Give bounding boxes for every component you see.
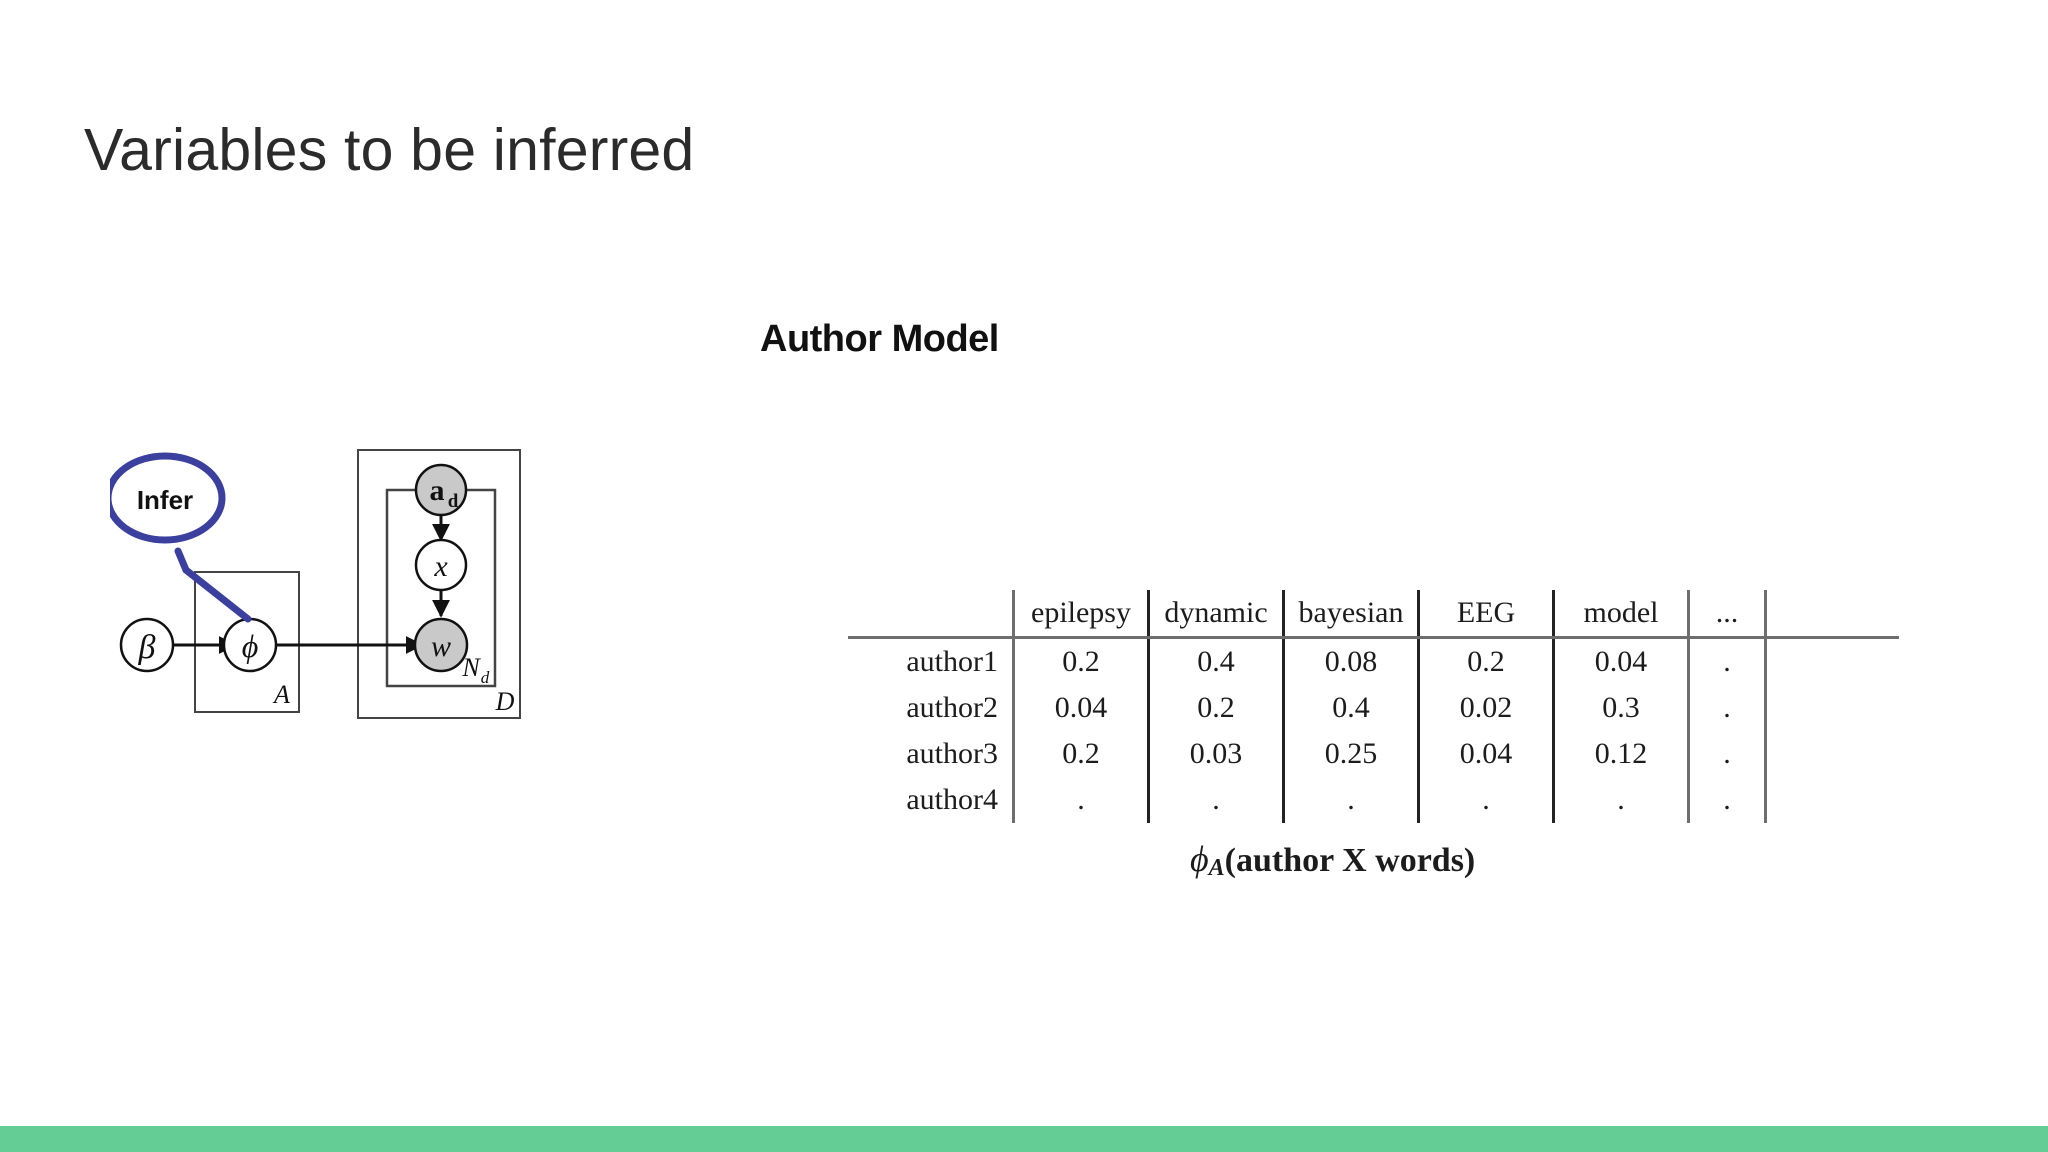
cell-author4-model: . [1552, 777, 1689, 823]
node-w [413, 617, 469, 673]
node-w-label: w [431, 630, 451, 663]
infer-callout-bubble[interactable] [110, 452, 226, 544]
table-row: author3 0.2 0.03 0.25 0.04 0.12 . [848, 731, 1899, 777]
phi-probability-table: epilepsy dynamic bayesian EEG model ... … [848, 590, 1899, 823]
column-header-eeg: EEG [1417, 590, 1554, 639]
table-row: author2 0.04 0.2 0.4 0.02 0.3 . [848, 685, 1899, 731]
cell-author4-epilepsy: . [1012, 777, 1149, 823]
cell-author2-epilepsy: 0.04 [1012, 685, 1149, 731]
cell-author4-bayesian: . [1282, 777, 1419, 823]
plate-Nd-subscript: d [481, 668, 490, 687]
page-title: Variables to be inferred [84, 117, 695, 183]
cell-author1-bayesian: 0.08 [1282, 637, 1419, 685]
table-right-edge [1764, 590, 1899, 639]
plate-Nd-label: N [461, 653, 481, 682]
table-row: author4 . . . . . . [848, 777, 1899, 823]
plate-diagram: a d x w β ϕ A N d D Infer [110, 449, 521, 719]
column-header-model: model [1552, 590, 1689, 639]
plate-D-label: D [495, 687, 515, 716]
cell-author2-eeg: 0.02 [1417, 685, 1554, 731]
cell-author1-dynamic: 0.4 [1147, 637, 1284, 685]
node-x [414, 538, 468, 592]
table-right-edge [1764, 731, 1899, 777]
table-caption: ϕA(author X words) [1190, 838, 1475, 882]
node-phi-label: ϕ [242, 628, 259, 664]
cell-author2-model: 0.3 [1552, 685, 1689, 731]
table-right-edge [1764, 637, 1899, 685]
cell-author3-model: 0.12 [1552, 731, 1689, 777]
cell-author3-eeg: 0.04 [1417, 731, 1554, 777]
column-header-bayesian: bayesian [1282, 590, 1419, 639]
row-header-author3: author3 [906, 737, 998, 770]
figure-heading: Author Model [760, 318, 999, 360]
cell-author1-model: 0.04 [1552, 637, 1689, 685]
node-a-d-subscript: d [448, 491, 459, 512]
node-a-d-label: a [430, 474, 445, 507]
node-beta-label: β [138, 629, 156, 666]
caption-text: (author X words) [1224, 842, 1476, 879]
table-right-edge [1764, 685, 1899, 731]
cell-author4-ellipsis: . [1687, 777, 1766, 823]
infer-callout-label: Infer [137, 485, 193, 515]
plate-D [357, 449, 521, 719]
bottom-accent-bar [0, 1126, 2048, 1152]
cell-author1-epilepsy: 0.2 [1012, 637, 1149, 685]
table-corner-cell [848, 590, 1014, 639]
cell-author2-ellipsis: . [1687, 685, 1766, 731]
row-header-author1: author1 [906, 645, 998, 678]
cell-author3-epilepsy: 0.2 [1012, 731, 1149, 777]
node-x-label: x [433, 550, 448, 583]
column-header-ellipsis: ... [1687, 590, 1766, 639]
node-beta [119, 617, 175, 673]
node-a-d [414, 463, 468, 517]
plate-A-label: A [272, 680, 290, 709]
column-header-epilepsy: epilepsy [1012, 590, 1149, 639]
table-right-edge [1764, 777, 1899, 823]
cell-author3-ellipsis: . [1687, 731, 1766, 777]
cell-author2-bayesian: 0.4 [1282, 685, 1419, 731]
caption-phi-symbol: ϕ [1190, 839, 1209, 879]
caption-phi-subscript: A [1208, 855, 1225, 881]
table-header-row: epilepsy dynamic bayesian EEG model ... [848, 590, 1899, 639]
cell-author3-bayesian: 0.25 [1282, 731, 1419, 777]
cell-author1-ellipsis: . [1687, 637, 1766, 685]
column-header-dynamic: dynamic [1147, 590, 1284, 639]
cell-author1-eeg: 0.2 [1417, 637, 1554, 685]
infer-callout-tail [174, 547, 252, 623]
cell-author4-eeg: . [1417, 777, 1554, 823]
cell-author3-dynamic: 0.03 [1147, 731, 1284, 777]
phi-table-container: epilepsy dynamic bayesian EEG model ... … [848, 590, 1899, 823]
table-row: author1 0.2 0.4 0.08 0.2 0.04 . [848, 637, 1899, 685]
cell-author2-dynamic: 0.2 [1147, 685, 1284, 731]
cell-author4-dynamic: . [1147, 777, 1284, 823]
row-header-author4: author4 [906, 783, 998, 816]
row-header-author2: author2 [906, 691, 998, 724]
plate-A [194, 571, 300, 713]
